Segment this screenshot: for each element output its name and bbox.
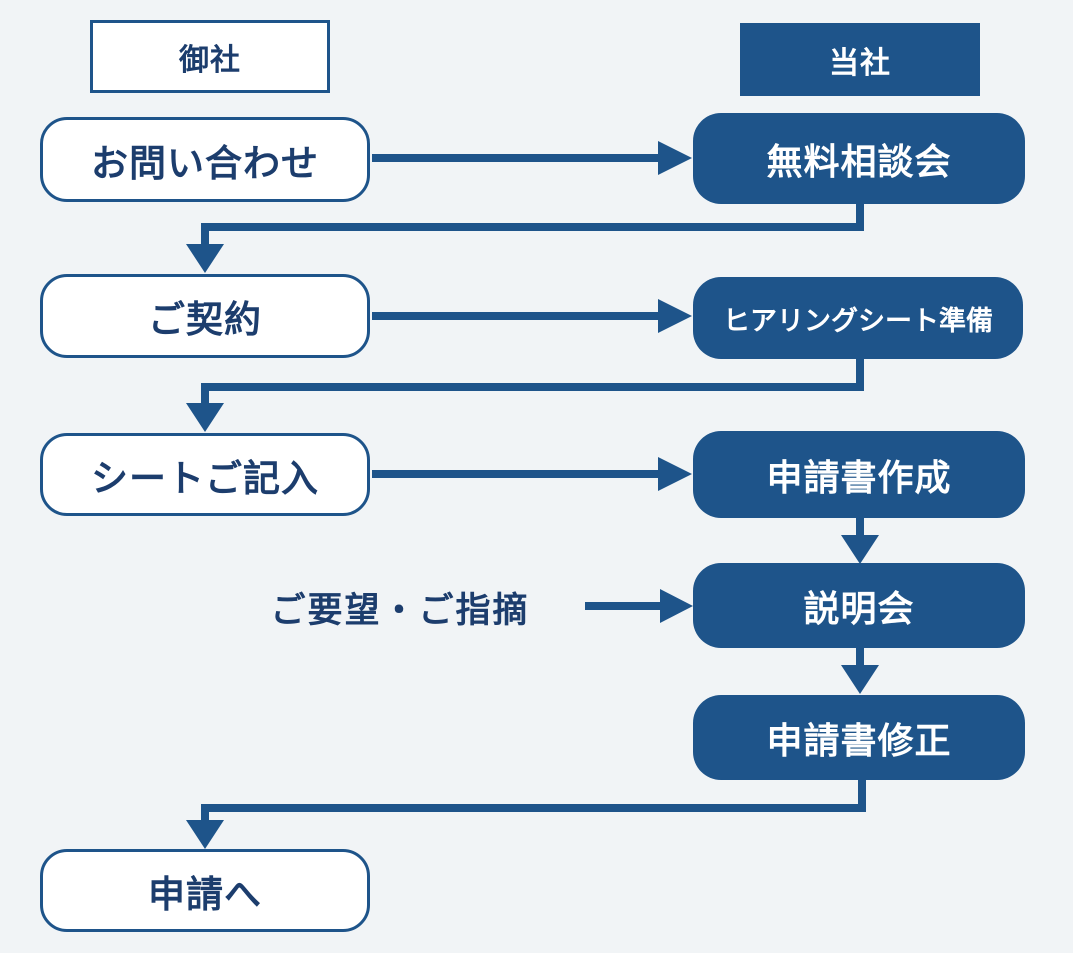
arrow-contract-to-hearing-head <box>658 299 692 333</box>
arrow-hearing-to-sheet-head <box>186 403 224 432</box>
column-header-our-company: 当社 <box>740 23 980 96</box>
arrow-revision-to-application-head <box>186 820 224 849</box>
node-hearing-sheet-prep: ヒアリングシート準備 <box>693 277 1023 359</box>
node-sheet-fill: シートご記入 <box>40 433 370 516</box>
node-inquiry: お問い合わせ <box>40 117 370 202</box>
label-requests-feedback: ご要望・ご指摘 <box>270 590 530 630</box>
arrow-draft-to-briefing-head <box>841 535 879 564</box>
node-briefing: 説明会 <box>693 563 1025 648</box>
arrow-hearing-to-sheet-shaft <box>201 359 864 405</box>
arrow-consultation-to-contract-head <box>186 244 224 273</box>
node-application-draft: 申請書作成 <box>693 431 1025 518</box>
node-application-revision: 申請書修正 <box>693 695 1025 780</box>
node-contract: ご契約 <box>40 274 370 358</box>
arrow-consultation-to-contract-shaft <box>201 204 864 246</box>
node-to-application: 申請へ <box>40 849 370 932</box>
arrow-revision-to-application-shaft <box>201 780 866 822</box>
arrow-sheet-to-draft-head <box>658 457 692 491</box>
node-free-consultation: 無料相談会 <box>693 113 1025 204</box>
arrow-briefing-to-revision-head <box>841 665 879 694</box>
arrow-inquiry-to-consultation-head <box>658 141 692 175</box>
column-header-your-company: 御社 <box>90 20 330 93</box>
arrow-requests-to-briefing-head <box>660 589 693 623</box>
